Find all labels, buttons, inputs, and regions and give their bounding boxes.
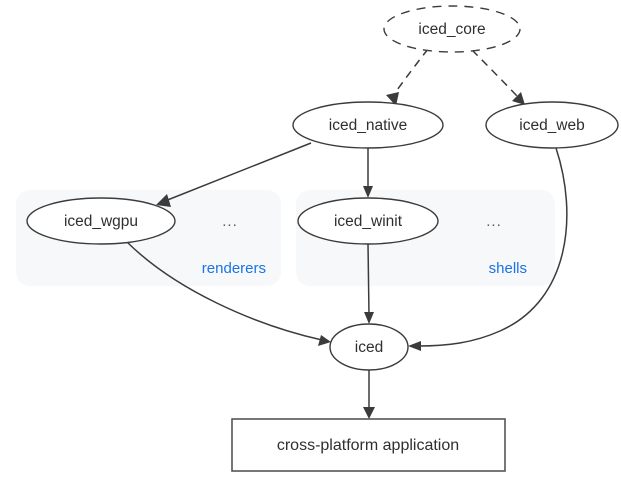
edge-iced-native-to-iced-wgpu xyxy=(156,142,312,207)
edge-iced-to-app xyxy=(363,370,375,419)
arrowhead-iced-from-wgpu xyxy=(318,335,331,346)
node-cross-platform-application[interactable]: cross-platform application xyxy=(231,418,506,472)
edge-iced-core-to-iced-web xyxy=(471,49,525,105)
cluster-shells-label: shells xyxy=(489,260,527,277)
edge-iced-core-to-iced-native xyxy=(386,48,429,106)
arrowhead-iced-from-web xyxy=(408,341,421,351)
arrowhead-iced-web-top xyxy=(512,92,525,105)
node-iced-shape[interactable] xyxy=(329,323,409,371)
node-iced[interactable]: iced xyxy=(329,323,409,371)
edge-iced-web-to-iced xyxy=(408,147,568,351)
node-iced-winit-label: iced_winit xyxy=(334,213,403,230)
arrowhead-iced-from-winit xyxy=(364,312,374,324)
node-iced-core[interactable]: iced_core xyxy=(383,5,521,53)
node-iced-wgpu-shape[interactable] xyxy=(26,197,176,245)
arrowhead-iced-wgpu xyxy=(156,194,171,207)
node-iced-web-shape[interactable] xyxy=(485,101,619,149)
edge-iced-winit-to-iced xyxy=(364,243,374,324)
node-iced-native-shape[interactable] xyxy=(292,101,444,149)
arrowhead-app xyxy=(363,407,375,419)
node-iced-web-label: iced_web xyxy=(519,117,585,134)
cluster-shells-ellipsis: ... xyxy=(486,213,502,230)
node-iced-label: iced xyxy=(355,339,383,356)
node-app-shape[interactable] xyxy=(231,418,506,472)
arrowhead-iced-winit xyxy=(363,186,373,198)
arrowhead-iced-native-top xyxy=(386,92,399,106)
node-iced-native-label: iced_native xyxy=(329,117,407,134)
node-iced-core-label: iced_core xyxy=(418,21,485,38)
edge-iced-native-to-iced-winit xyxy=(363,148,373,198)
node-iced-wgpu[interactable]: iced_wgpu xyxy=(26,197,176,245)
node-iced-wgpu-label: iced_wgpu xyxy=(64,213,138,230)
edge-iced-wgpu-to-iced xyxy=(125,240,331,346)
cluster-renderers-ellipsis: ... xyxy=(222,213,238,230)
node-iced-native[interactable]: iced_native xyxy=(292,101,444,149)
node-iced-web[interactable]: iced_web xyxy=(485,101,619,149)
node-app-label: cross-platform application xyxy=(277,437,459,454)
cluster-renderers-label: renderers xyxy=(202,260,266,277)
node-iced-winit-shape[interactable] xyxy=(297,197,439,245)
node-iced-core-shape[interactable] xyxy=(383,5,521,53)
node-iced-winit[interactable]: iced_winit xyxy=(297,197,439,245)
